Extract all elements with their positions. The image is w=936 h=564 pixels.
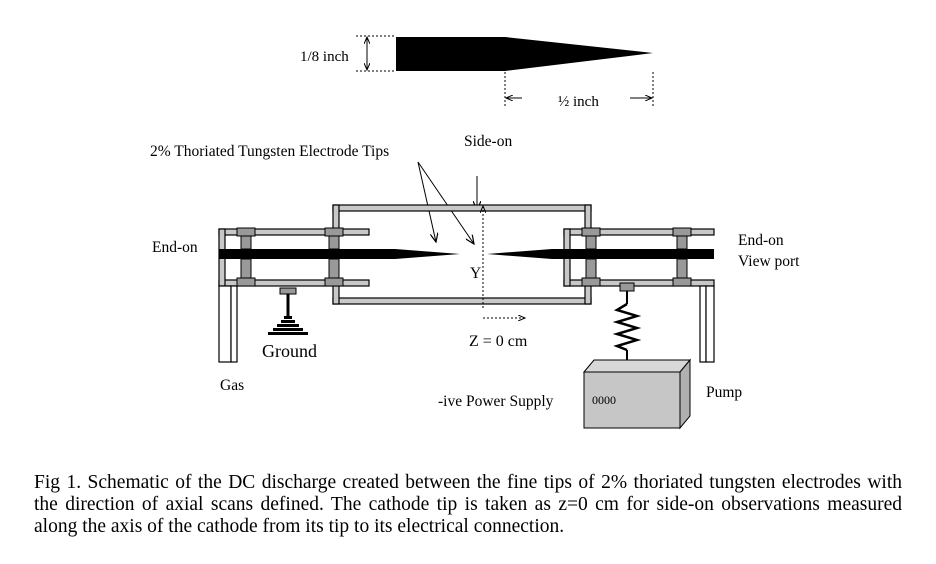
figure-caption: Fig 1. Schematic of the DC discharge cre…	[34, 472, 902, 537]
right-housing	[487, 227, 715, 363]
power-supply-display: 0000	[592, 393, 616, 407]
z-origin-label: Z = 0 cm	[469, 333, 528, 350]
power-supply-box: 0000	[582, 358, 692, 430]
ground-label: Ground	[262, 341, 317, 361]
y-axis-label: Y	[470, 265, 481, 282]
side-on-label: Side-on	[464, 133, 512, 150]
power-supply-label: -ive Power Supply	[438, 393, 554, 410]
left-electrode	[219, 249, 395, 259]
left-housing	[218, 227, 460, 363]
view-port-label: View port	[738, 253, 800, 270]
end-on-left-label: End-on	[152, 239, 198, 256]
electrode-tip-profile	[396, 37, 653, 71]
right-electrode	[552, 249, 714, 259]
electrode-tips-label: 2% Thoriated Tungsten Electrode Tips	[150, 143, 389, 160]
pump-label: Pump	[706, 384, 742, 401]
tip-detail: 1/8 inch ½ inch	[300, 35, 654, 110]
spring-connector	[612, 282, 642, 362]
gas-label: Gas	[220, 377, 244, 394]
end-on-right-label: End-on	[738, 232, 784, 249]
tip-length-label: ½ inch	[558, 94, 599, 110]
ground-symbol	[268, 287, 308, 335]
discharge-chamber	[332, 204, 592, 305]
tip-height-label: 1/8 inch	[300, 49, 349, 65]
